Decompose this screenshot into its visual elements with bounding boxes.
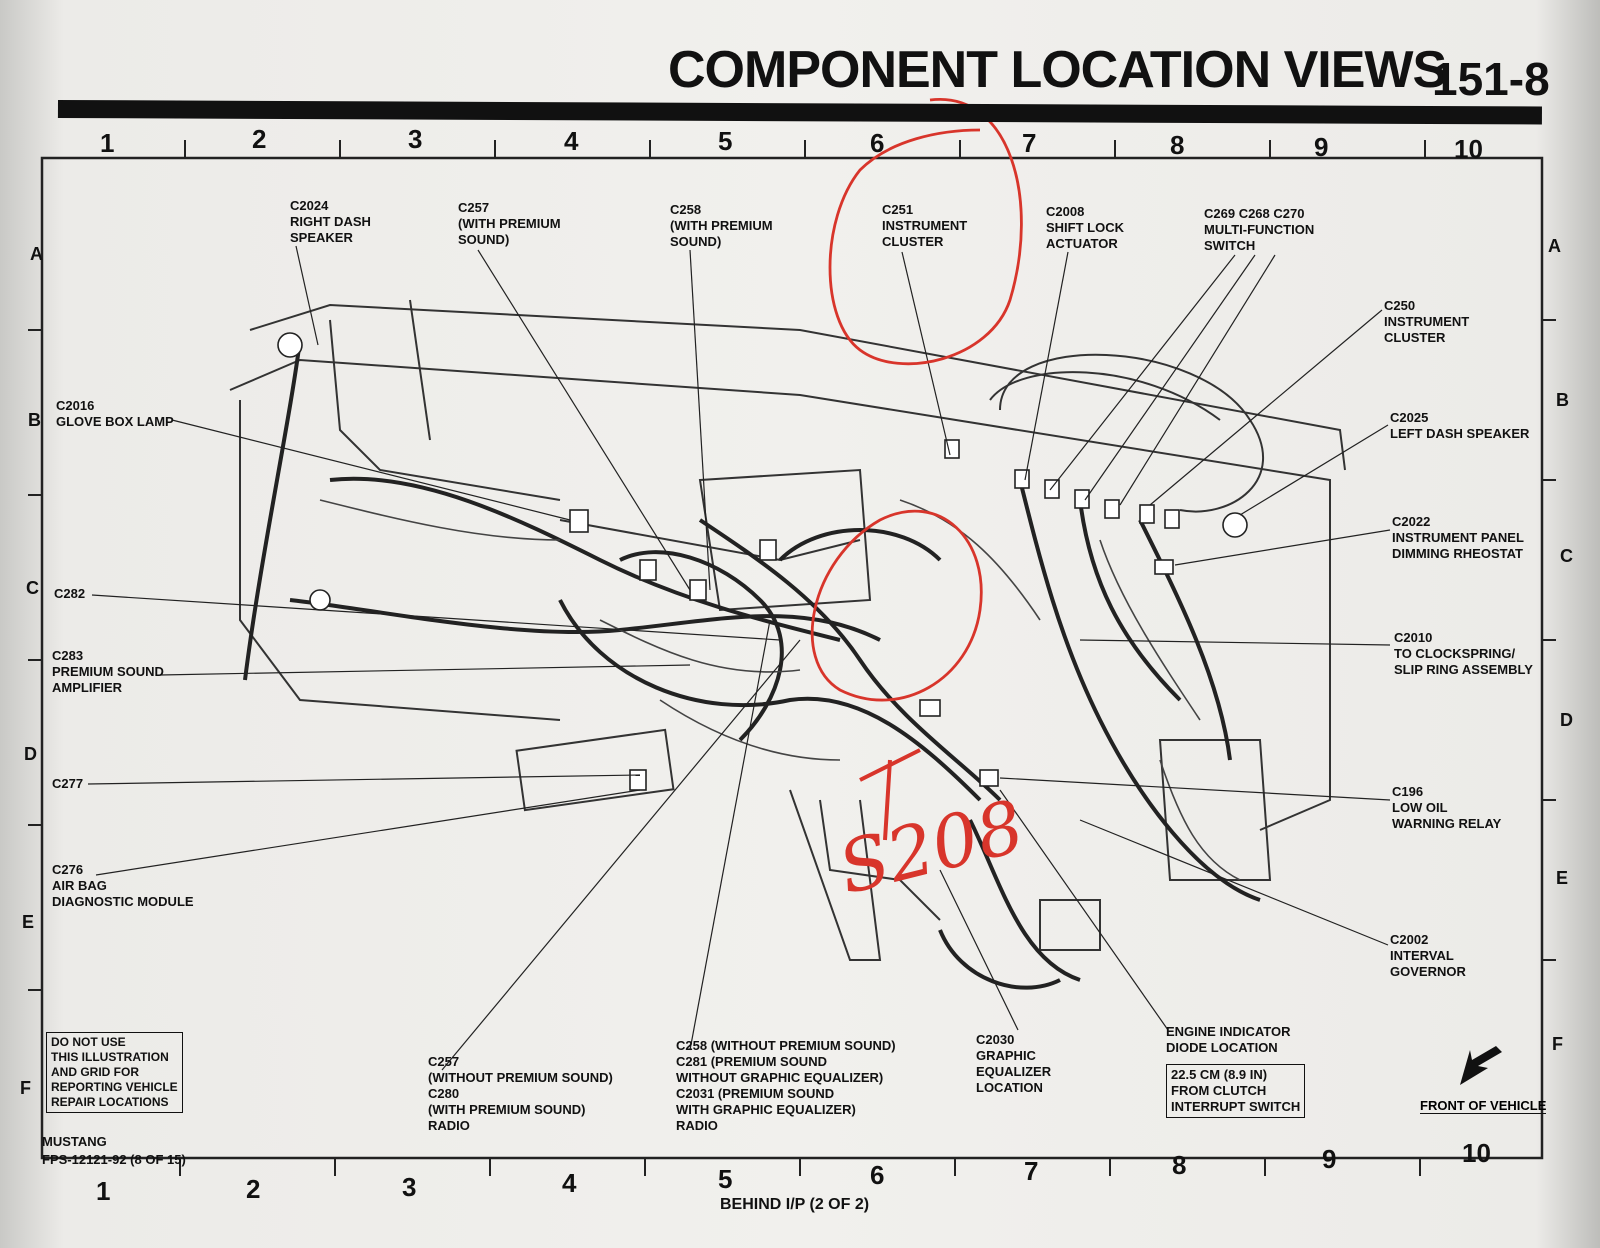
top-grid-ticks [184,140,1426,158]
callout-c2022: C2022 INSTRUMENT PANEL DIMMING RHEOSTAT [1392,514,1524,561]
callout-c196: C196 LOW OIL WARNING RELAY [1392,784,1502,831]
callout-c257-premium: C257 (WITH PREMIUM SOUND) [458,200,561,247]
grid-col-top: 3 [408,124,423,154]
callout-c283: C283 PREMIUM SOUND AMPLIFIER [52,648,164,695]
instrument-panel [229,299,1346,961]
side-grid-ticks [28,319,1556,991]
front-of-vehicle-label: FRONT OF VEHICLE [1420,1098,1547,1114]
callout-engine-diode: ENGINE INDICATOR DIODE LOCATION [1166,1024,1291,1055]
grid-col-top: 2 [252,124,267,154]
callout-c2010: C2010 TO CLOCKSPRING/ SLIP RING ASSEMBLY [1394,630,1533,677]
callout-c2025: C2025 LEFT DASH SPEAKER [1390,410,1530,441]
callout-c277: C277 [52,776,84,791]
grid-disclaimer: DO NOT USE THIS ILLUSTRATION AND GRID FO… [46,1032,183,1113]
grid-col-bottom: 3 [402,1172,417,1202]
grid-col-top: 4 [564,126,579,156]
grid-row-left: E [22,912,35,932]
grid-row-right: D [1560,710,1573,730]
callout-c282: C282 [54,586,86,601]
grid-row-right: B [1556,390,1569,410]
callout-c258-premium: C258 (WITH PREMIUM SOUND) [670,202,773,249]
grid-col-bottom: 10 [1462,1138,1491,1168]
connectors [277,332,1248,791]
callout-c257-c280-radio: C257 (WITHOUT PREMIUM SOUND) C280 (WITH … [428,1054,613,1133]
thin-wires [319,499,1241,881]
grid-row-right: F [1552,1034,1563,1054]
callout-c276: C276 AIR BAG DIAGNOSTIC MODULE [52,862,194,909]
callout-c251: C251 INSTRUMENT CLUSTER [882,202,968,249]
page-number: 151-8 [1432,53,1550,105]
grid-col-top: 7 [1022,128,1037,158]
callout-c2016: C2016 GLOVE BOX LAMP [56,398,174,429]
vehicle-model: MUSTANG [42,1134,107,1149]
grid-col-bottom: 8 [1172,1150,1187,1180]
view-caption: BEHIND I/P (2 OF 2) [720,1196,870,1213]
red-ink-annotations [810,98,1023,702]
grid-row-right: E [1556,868,1569,888]
page-title: COMPONENT LOCATION VIEWS [668,41,1447,99]
grid-col-bottom: 6 [870,1160,885,1190]
grid-row-left: C [26,578,39,598]
grid-col-bottom: 2 [246,1174,261,1204]
grid-col-bottom: 1 [96,1176,111,1206]
grid-row-left: A [30,244,43,264]
grid-col-top: 5 [718,126,733,156]
grid-col-top: 6 [870,128,885,158]
callout-c2002: C2002 INTERVAL GOVERNOR [1390,932,1466,979]
grid-col-top: 9 [1314,132,1329,162]
grid-col-top: 10 [1454,134,1483,164]
grid-row-left: F [20,1078,31,1098]
grid-row-right: C [1560,546,1573,566]
wire-harness [243,339,1261,990]
callout-c258-c281-c2031-radio: C258 (WITHOUT PREMIUM SOUND) C281 (PREMI… [676,1038,896,1133]
callout-c2008: C2008 SHIFT LOCK ACTUATOR [1046,204,1124,251]
handwritten-arrow [859,748,921,841]
document-code: FPS-12121-92 (8 OF 15) [42,1152,186,1167]
grid-col-bottom: 9 [1322,1144,1337,1174]
bottom-grid-ticks [179,1158,1421,1176]
diode-distance-note: 22.5 CM (8.9 IN) FROM CLUTCH INTERRUPT S… [1166,1064,1306,1118]
grid-col-top: 1 [100,128,115,158]
callout-c2024: C2024 RIGHT DASH SPEAKER [290,198,371,245]
grid-row-left: B [28,410,41,430]
leader-lines [87,245,1391,1071]
callout-c250: C250 INSTRUMENT CLUSTER [1384,298,1470,345]
grid-row-right: A [1548,236,1561,256]
grid-col-top: 8 [1170,130,1185,160]
diagram-frame [40,156,1544,1160]
grid-col-bottom: 7 [1024,1156,1039,1186]
grid-row-left: D [24,744,37,764]
front-arrow-icon [1460,1046,1502,1085]
grid-col-bottom: 4 [562,1168,577,1198]
grid-col-bottom: 5 [718,1164,733,1194]
callout-c2030: C2030 GRAPHIC EQUALIZER LOCATION [976,1032,1052,1095]
callout-c269-c268-c270: C269 C268 C270 MULTI-FUNCTION SWITCH [1204,206,1315,253]
